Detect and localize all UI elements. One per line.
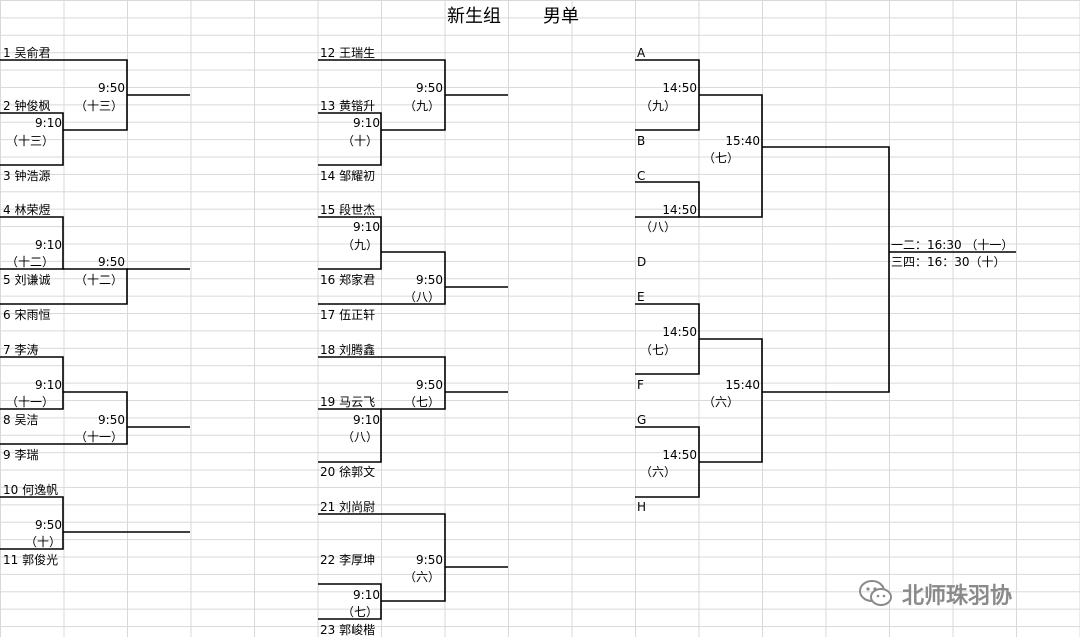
match-time: 9:10: [353, 116, 380, 130]
slot-a: A: [637, 46, 646, 60]
player-19: 19 马云飞: [320, 395, 376, 409]
court-number: （六）: [703, 395, 740, 409]
match-time: 9:50: [416, 273, 443, 287]
match-time: 15:40: [725, 134, 760, 148]
player-17: 17 伍正轩: [320, 308, 376, 322]
court-number: （九）: [640, 99, 677, 113]
court-number: （八）: [404, 290, 441, 304]
match-time: 9:50: [416, 378, 443, 392]
slot-g: G: [637, 413, 647, 427]
match-time: 14:50: [662, 448, 697, 462]
player-21: 21 刘尚尉: [320, 500, 376, 514]
match-time: 9:50: [35, 518, 62, 532]
player-13: 13 黄锴升: [320, 99, 376, 113]
player-14: 14 邹耀初: [320, 169, 376, 183]
court-number: （七）: [342, 605, 379, 619]
court-number: （十二）: [75, 273, 124, 287]
player-3: 3 钟浩源: [3, 169, 51, 183]
court-number: （八）: [640, 220, 677, 234]
match-time: 9:10: [353, 413, 380, 427]
match-time: 14:50: [662, 81, 697, 95]
match-time: 14:50: [662, 203, 697, 217]
match-time: 9:10: [35, 116, 62, 130]
watermark-text: 北师珠羽协: [902, 584, 1013, 609]
event-name-title: 男单: [543, 6, 579, 27]
player-10: 10 何逸帆: [3, 483, 59, 497]
player-11: 11 郭俊光: [3, 553, 59, 567]
player-9: 9 李瑞: [3, 448, 39, 462]
player-2: 2 钟俊枫: [3, 99, 51, 113]
court-number: （十一）: [6, 395, 55, 409]
event-group-title: 新生组: [447, 6, 501, 27]
slot-d: D: [637, 255, 647, 269]
slot-e: E: [637, 290, 645, 304]
final-first-second: 一二：16:30 （十一）: [891, 238, 1014, 252]
player-20: 20 徐郭文: [320, 465, 376, 479]
player-22: 22 李厚坤: [320, 553, 376, 567]
court-number: （十二）: [6, 255, 55, 269]
match-time: 9:10: [353, 588, 380, 602]
court-number: （七）: [404, 395, 441, 409]
court-number: （六）: [404, 570, 441, 584]
court-number: （九）: [342, 238, 379, 252]
slot-c: C: [637, 169, 646, 183]
player-4: 4 林荣煜: [3, 203, 51, 217]
match-time: 9:10: [353, 220, 380, 234]
match-time: 9:10: [35, 378, 62, 392]
watermark: 北师珠羽协: [858, 578, 1012, 610]
player-8: 8 吴洁: [3, 413, 39, 427]
match-time: 9:50: [98, 255, 125, 269]
match-time: 9:10: [35, 238, 62, 252]
player-23: 23 郭峻楷: [320, 623, 376, 637]
slot-b: B: [637, 134, 646, 148]
match-time: 9:50: [98, 81, 125, 95]
player-7: 7 李涛: [3, 343, 39, 357]
player-16: 16 郑家君: [320, 273, 376, 287]
match-time: 9:50: [416, 553, 443, 567]
court-number: （十三）: [6, 134, 55, 148]
court-number: （十）: [342, 134, 379, 148]
court-number: （九）: [404, 99, 441, 113]
wechat-icon: [859, 580, 892, 606]
player-15: 15 段世杰: [320, 203, 376, 217]
final-third-fourth: 三四：16：30（十）: [891, 255, 1006, 269]
court-number: （七）: [640, 343, 677, 357]
match-time: 15:40: [725, 378, 760, 392]
court-number: （十一）: [75, 430, 124, 444]
match-time: 9:50: [98, 413, 125, 427]
court-number: （八）: [342, 430, 379, 444]
player-5: 5 刘谦诚: [3, 273, 51, 287]
court-number: （十三）: [75, 99, 124, 113]
slot-f: F: [637, 378, 644, 392]
match-time: 9:50: [416, 81, 443, 95]
court-number: （六）: [640, 465, 677, 479]
player-1: 1 吴俞君: [3, 46, 51, 60]
player-6: 6 宋雨恒: [3, 308, 51, 322]
slot-h: H: [637, 500, 647, 514]
court-number: （七）: [703, 151, 740, 165]
match-time: 14:50: [662, 325, 697, 339]
player-12: 12 王瑞生: [320, 46, 376, 60]
court-number: （十）: [25, 535, 62, 549]
player-18: 18 刘腾鑫: [320, 343, 376, 357]
